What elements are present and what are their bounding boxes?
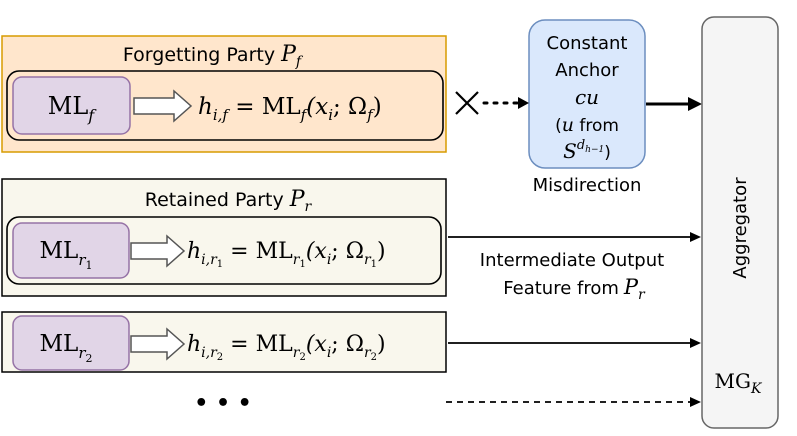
aggregator-model-label: MGK — [715, 369, 763, 397]
anchor-box — [528, 19, 646, 169]
anchor-line-2: Anchor — [555, 60, 619, 81]
retained-equation-1: hi,r1 = MLr1(xi; Ωr1) — [187, 239, 386, 270]
retained-model-box-1 — [12, 222, 130, 279]
intermediate-output-line-1: Intermediate Output — [480, 250, 664, 271]
retained-model-label-2: MLr2 — [40, 331, 93, 365]
forgetting-model-label: MLf — [48, 92, 98, 125]
anchor-line-4: (u from — [555, 114, 619, 136]
retained-equation-2: hi,r2 = MLr2(xi; Ωr2) — [187, 332, 386, 363]
dotted-link-arrowhead — [518, 97, 529, 109]
forgetting-equation: hi,f = MLf(xi; Ωf) — [198, 94, 382, 124]
retained-party-inner-frame — [6, 216, 442, 285]
anchor-line-1: Constant — [547, 33, 628, 54]
retained-model-label-1: MLr1 — [40, 238, 93, 272]
blocked-connection — [455, 91, 529, 115]
aggregator-label: Aggregator — [730, 177, 751, 279]
retained-hollow-arrow-2 — [130, 327, 186, 361]
misdirection-caption: Misdirection — [533, 175, 642, 196]
anchor-to-aggregator-arrowhead — [688, 97, 702, 111]
constant-anchor-node: Constant Anchor cu (u from Sdh−1) Misdir… — [528, 19, 646, 196]
ellipsis: • • • — [194, 391, 252, 416]
cross-mark-stroke-2 — [455, 91, 479, 115]
aggregator-box — [701, 16, 779, 429]
second-retained-to-aggregator-arrowhead — [690, 338, 701, 348]
forgetting-model-box — [12, 76, 131, 135]
second-retained-panel: MLr2 hi,r2 = MLr2(xi; Ωr2) — [1, 311, 447, 373]
anchor-vector: cu — [575, 85, 599, 109]
retained-hollow-arrow-1 — [130, 234, 186, 268]
anchor-sphere: Sdh−1) — [563, 138, 611, 163]
forgetting-party-inner-frame — [6, 70, 444, 141]
retained-to-aggregator-arrowhead — [690, 232, 701, 242]
retained-model-box-2 — [12, 315, 130, 371]
dashed-to-aggregator-arrowhead — [690, 397, 701, 407]
aggregator-node: Aggregator MGK — [701, 16, 779, 429]
forgetting-hollow-arrow — [133, 89, 193, 123]
